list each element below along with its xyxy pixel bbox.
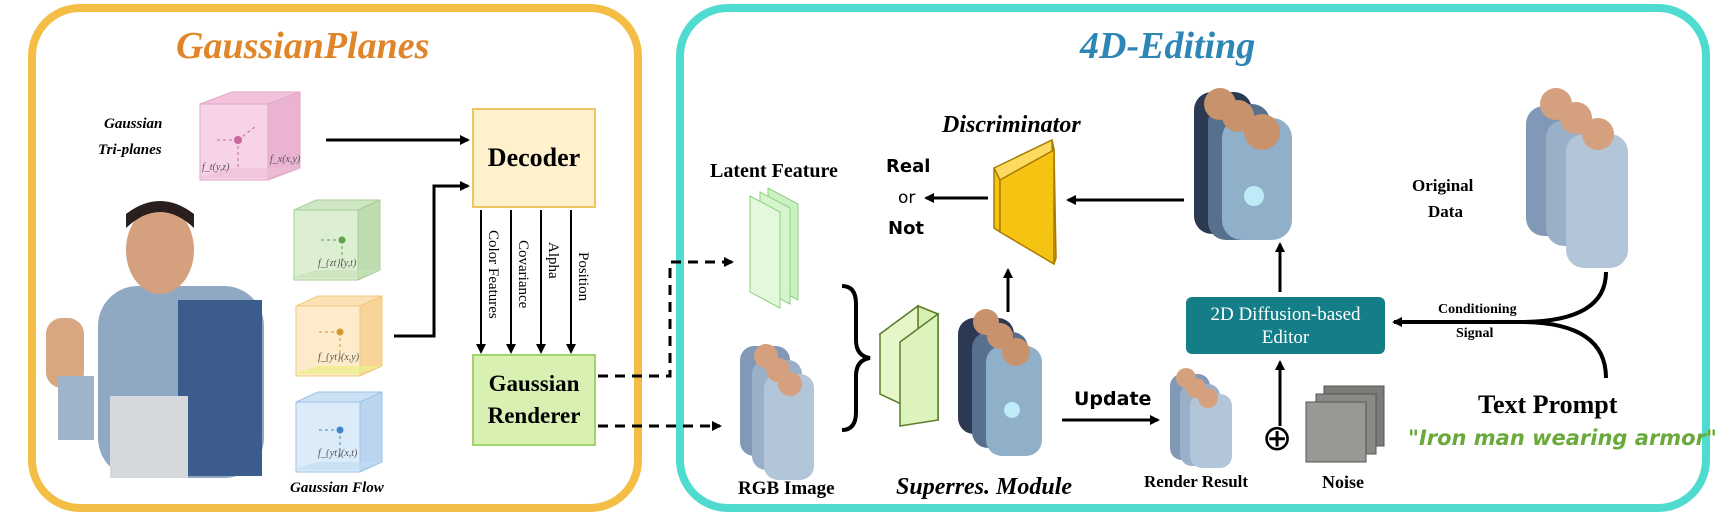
original-data-label-2: Data	[1428, 202, 1463, 221]
discriminator-label: Discriminator	[942, 112, 1081, 138]
not-label: Not	[888, 218, 925, 239]
gaussianplanes-title: GaussianPlanes	[176, 25, 430, 67]
decoder-box: Decoder	[472, 108, 596, 208]
diffusion-editor-box: 2D Diffusion-based Editor	[1186, 297, 1385, 354]
triplanes-label-1: Gaussian	[104, 116, 163, 132]
conditioning-arrow-bottom	[1519, 320, 1608, 379]
position-label: Position	[575, 252, 591, 302]
conditioning-label-1: Conditioning	[1438, 302, 1517, 317]
4d-editing-title: 4D-Editing	[1080, 25, 1256, 67]
rgb-image-label: RGB Image	[738, 478, 835, 499]
plane-label-2: f_x(x,y)	[270, 154, 301, 165]
iron-man-stack-middle	[958, 309, 1042, 456]
flow-cube-blue	[292, 391, 383, 473]
conditioning-label-2: Signal	[1456, 326, 1494, 341]
flow-to-decoder-arrow	[394, 181, 470, 338]
original-data-label-1: Original	[1412, 176, 1474, 195]
plane-label-3: f_{zt}(y,t)	[318, 258, 357, 269]
superres-module-label: Superres. Module	[896, 474, 1073, 500]
plus-symbol: ⊕	[1262, 418, 1293, 458]
plane-label-1: f_t(y,z)	[202, 162, 230, 173]
decoder-label: Decoder	[487, 143, 581, 172]
gaussian-flow-label: Gaussian Flow	[290, 480, 384, 496]
alpha-label: Alpha	[545, 242, 561, 279]
latent-feature-stack	[749, 187, 799, 309]
noise-label: Noise	[1322, 472, 1364, 492]
flow-cube-yellow	[292, 295, 383, 377]
prompt-text: "Iron man wearing armor"	[1408, 426, 1717, 450]
noise-stack	[1305, 385, 1385, 463]
rgb-image-stack	[740, 344, 814, 480]
iron-man-stack-top	[1194, 88, 1292, 240]
4d-editing-panel	[676, 4, 1710, 512]
superres-prism	[878, 304, 940, 427]
flow-cube-green	[290, 199, 381, 281]
covariance-label: Covariance	[515, 240, 531, 309]
renderer-to-latent-arrow	[598, 257, 734, 378]
bracket-brace	[841, 284, 871, 432]
gaussian-renderer-box: Gaussian Renderer	[472, 354, 596, 446]
plane-label-4: f_{yt}(x,y)	[318, 352, 360, 363]
editor-label-line2: Editor	[1261, 326, 1310, 348]
plane-label-5: f_{yt}(x,t)	[318, 448, 358, 459]
latent-feature-label: Latent Feature	[710, 160, 838, 182]
triplanes-label-2: Tri-planes	[98, 142, 162, 158]
triplane-cube-pink	[196, 91, 301, 181]
update-label: Update	[1074, 388, 1152, 410]
renderer-label-line1: Gaussian	[488, 371, 580, 396]
editor-label-line1: 2D Diffusion-based	[1210, 303, 1361, 325]
renderer-label-line2: Renderer	[487, 403, 581, 428]
color-features-label: Color Features	[485, 230, 501, 319]
or-label: or	[898, 188, 916, 208]
gaussianplanes-panel	[28, 4, 642, 512]
render-result-label: Render Result	[1144, 472, 1249, 491]
discriminator-shape	[992, 138, 1057, 266]
point-cloud-person	[46, 201, 264, 478]
render-result-stack	[1170, 368, 1232, 468]
real-label: Real	[886, 156, 931, 177]
original-data-stack	[1526, 88, 1628, 268]
text-prompt-label: Text Prompt	[1478, 390, 1618, 419]
